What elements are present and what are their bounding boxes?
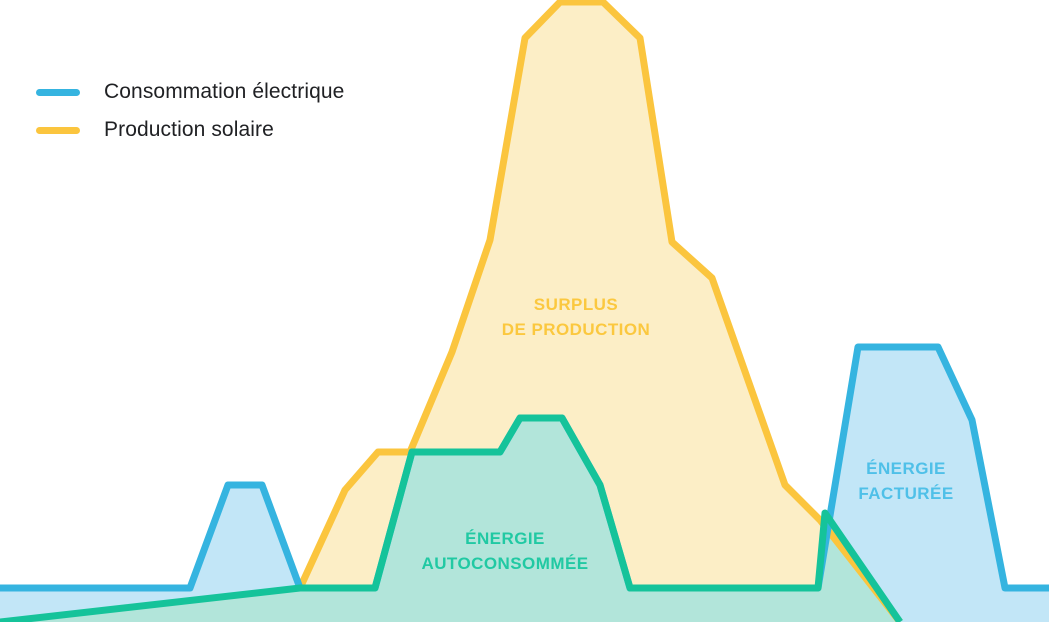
self-consumption-area: [0, 418, 900, 622]
legend-swatch-production-icon: [36, 126, 80, 134]
legend-item-production[interactable]: Production solaire: [36, 116, 344, 144]
legend-label-production: Production solaire: [104, 118, 274, 141]
legend-swatch-consumption-icon: [36, 88, 80, 96]
legend-label-consumption: Consommation électrique: [104, 80, 345, 103]
production-line: [296, 0, 903, 622]
self-consumption-line: [0, 414, 903, 622]
legend-item-consumption[interactable]: Consommation électrique: [36, 78, 344, 106]
chart-legend: Consommation électrique Production solai…: [36, 78, 344, 144]
